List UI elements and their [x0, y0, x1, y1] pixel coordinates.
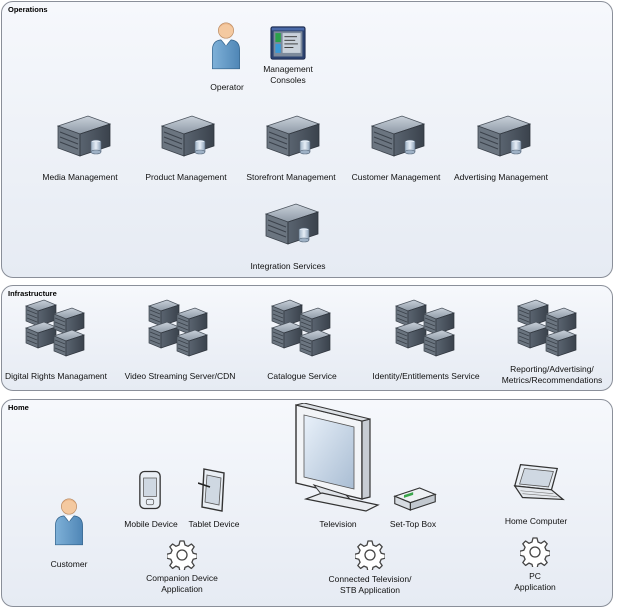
product-management-label: Product Management: [145, 172, 227, 182]
pc-line1: PC: [529, 571, 541, 581]
tablet-device-label: Tablet Device: [188, 519, 240, 529]
pc-app-label: PC Application: [514, 571, 556, 593]
operator-label: Operator: [210, 82, 244, 92]
media-management-server-icon: [57, 115, 111, 157]
home-title: Home: [8, 403, 29, 412]
television-label: Television: [319, 519, 357, 529]
companion-line2: Application: [161, 584, 203, 594]
management-console-icon: [270, 26, 306, 60]
connected-tv-app-label: Connected Television/ STB Application: [328, 574, 411, 596]
television-icon: [295, 403, 379, 512]
management-consoles-line2: Consoles: [270, 75, 306, 85]
integration-services-label: Integration Services: [250, 261, 326, 271]
companion-line1: Companion Device: [146, 573, 218, 583]
customer-management-label: Customer Management: [351, 172, 441, 182]
mobile-device-icon: [139, 470, 161, 510]
catalogue-service-label: Catalogue Service: [267, 371, 337, 381]
connected-line2: STB Application: [339, 585, 401, 595]
product-management-server-icon: [161, 115, 215, 157]
connected-line1: Connected Television/: [328, 574, 412, 584]
companion-app-gear-icon: [167, 540, 197, 570]
identity-entitlements-label: Identity/Entitlements Service: [372, 371, 480, 381]
identity-entitlements-cluster-icon: [392, 298, 462, 360]
reporting-line2: Metrics/Recommendations: [501, 375, 603, 385]
customer-management-server-icon: [371, 115, 425, 157]
storefront-management-server-icon: [266, 115, 320, 157]
storefront-management-label: Storefront Management: [246, 172, 336, 182]
catalogue-service-cluster-icon: [268, 298, 338, 360]
set-top-box-label: Set-Top Box: [389, 519, 437, 529]
set-top-box-icon: [394, 487, 436, 511]
mobile-device-label: Mobile Device: [124, 519, 178, 529]
management-consoles-label: Management Consoles: [263, 64, 313, 86]
advertising-management-server-icon: [477, 115, 531, 157]
integration-services-server-icon: [265, 203, 319, 245]
pc-app-gear-icon: [520, 537, 550, 567]
reporting-line1: Reporting/Advertising/: [510, 364, 594, 374]
home-computer-laptop-icon: [514, 464, 564, 501]
reporting-label: Reporting/Advertising/ Metrics/Recommend…: [502, 364, 603, 386]
operator-person-icon: [211, 22, 241, 70]
companion-app-label: Companion Device Application: [146, 573, 218, 595]
digital-rights-label: Digital Rights Managament: [4, 371, 108, 381]
video-streaming-label: Video Streaming Server/CDN: [124, 371, 236, 381]
infrastructure-title: Infrastructure: [8, 289, 57, 298]
connected-tv-app-gear-icon: [355, 540, 385, 570]
digital-rights-cluster-icon: [22, 298, 92, 360]
home-panel: Home: [1, 399, 613, 607]
media-management-label: Media Management: [42, 172, 118, 182]
operations-title: Operations: [8, 5, 48, 14]
home-computer-label: Home Computer: [504, 516, 568, 526]
reporting-cluster-icon: [514, 298, 584, 360]
video-streaming-cluster-icon: [145, 298, 215, 360]
customer-label: Customer: [50, 559, 88, 569]
pc-line2: Application: [514, 582, 556, 592]
tablet-device-icon: [198, 468, 225, 512]
advertising-management-label: Advertising Management: [453, 172, 549, 182]
customer-person-icon: [54, 498, 84, 546]
management-consoles-line1: Management: [263, 64, 313, 74]
